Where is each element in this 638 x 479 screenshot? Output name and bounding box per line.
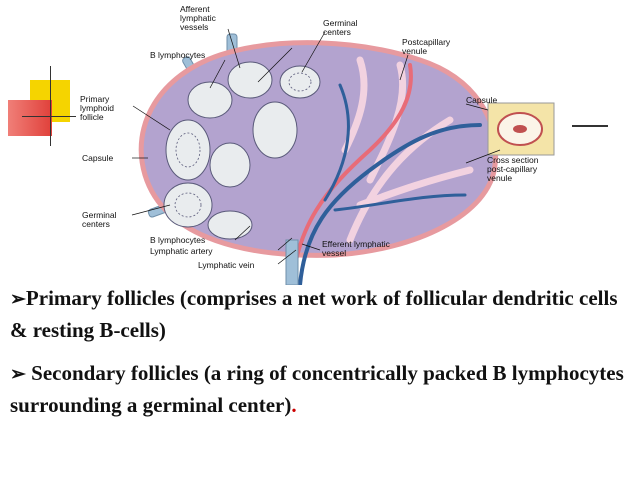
label-afferent: Afferent lymphatic vessels (180, 4, 218, 32)
bullet-secondary-follicles: ➢ Secondary follicles (a ring of concent… (10, 358, 630, 421)
bullet-primary-follicles: ➢Primary follicles (comprises a net work… (10, 283, 630, 346)
label-b-lymphocytes-bottom: B lymphocytes (150, 235, 205, 245)
decor-right-line (572, 125, 608, 127)
label-germinal-bottom: Germinal centers (82, 210, 119, 229)
decor-vertical-line (50, 66, 51, 146)
decor-horizontal-line (22, 116, 76, 117)
decor-red-square (8, 100, 52, 136)
label-capsule-right: Capsule (466, 95, 497, 105)
follicles (163, 61, 321, 240)
label-efferent: Efferent lymphatic vessel (322, 239, 392, 258)
venule-lumen-cell (513, 125, 527, 133)
bullet-list: ➢Primary follicles (comprises a net work… (10, 283, 630, 421)
label-primary-follicle: Primary lymphoid follicle (80, 94, 116, 122)
label-postcapillary: Postcapillary venule (402, 37, 453, 56)
bullet-secondary-end: . (291, 393, 297, 417)
efferent-vessel (285, 239, 299, 285)
label-cross-section: Cross section post-capillary venule (487, 155, 541, 183)
arrow-bullet-icon: ➢ (10, 364, 26, 385)
lymph-node-figure: Afferent lymphatic vessels Germinal cent… (80, 4, 555, 285)
leader-lines (131, 28, 501, 265)
bullet-secondary-text: Secondary follicles (a ring of concentri… (10, 361, 624, 417)
label-germinal-top: Germinal centers (323, 18, 360, 37)
label-b-lymphocytes-top: B lymphocytes (150, 50, 205, 60)
germinal-center-rings (174, 72, 312, 218)
label-capsule-left: Capsule (82, 153, 113, 163)
label-lymphatic-vein: Lymphatic vein (198, 260, 255, 270)
label-lymphatic-artery: Lymphatic artery (150, 246, 213, 256)
arrow-bullet-icon: ➢ (10, 289, 26, 310)
blood-vessels (290, 63, 482, 285)
bullet-primary-text: Primary follicles (comprises a net work … (10, 286, 618, 342)
